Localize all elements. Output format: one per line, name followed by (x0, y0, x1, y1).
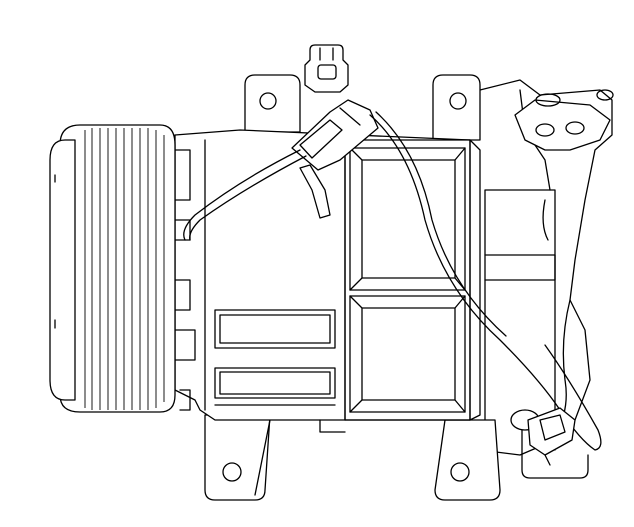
sensor-connector (510, 407, 589, 479)
top-connector (304, 44, 349, 93)
mount-ear-bottom-right (434, 419, 501, 501)
mount-ear-top-right (432, 74, 481, 141)
pulley (49, 124, 176, 413)
wire (183, 111, 602, 451)
rear-housing (469, 79, 614, 456)
mount-ear-top-left (244, 74, 301, 133)
mount-ear-bottom-left (204, 414, 271, 501)
compressor-body (174, 129, 481, 433)
